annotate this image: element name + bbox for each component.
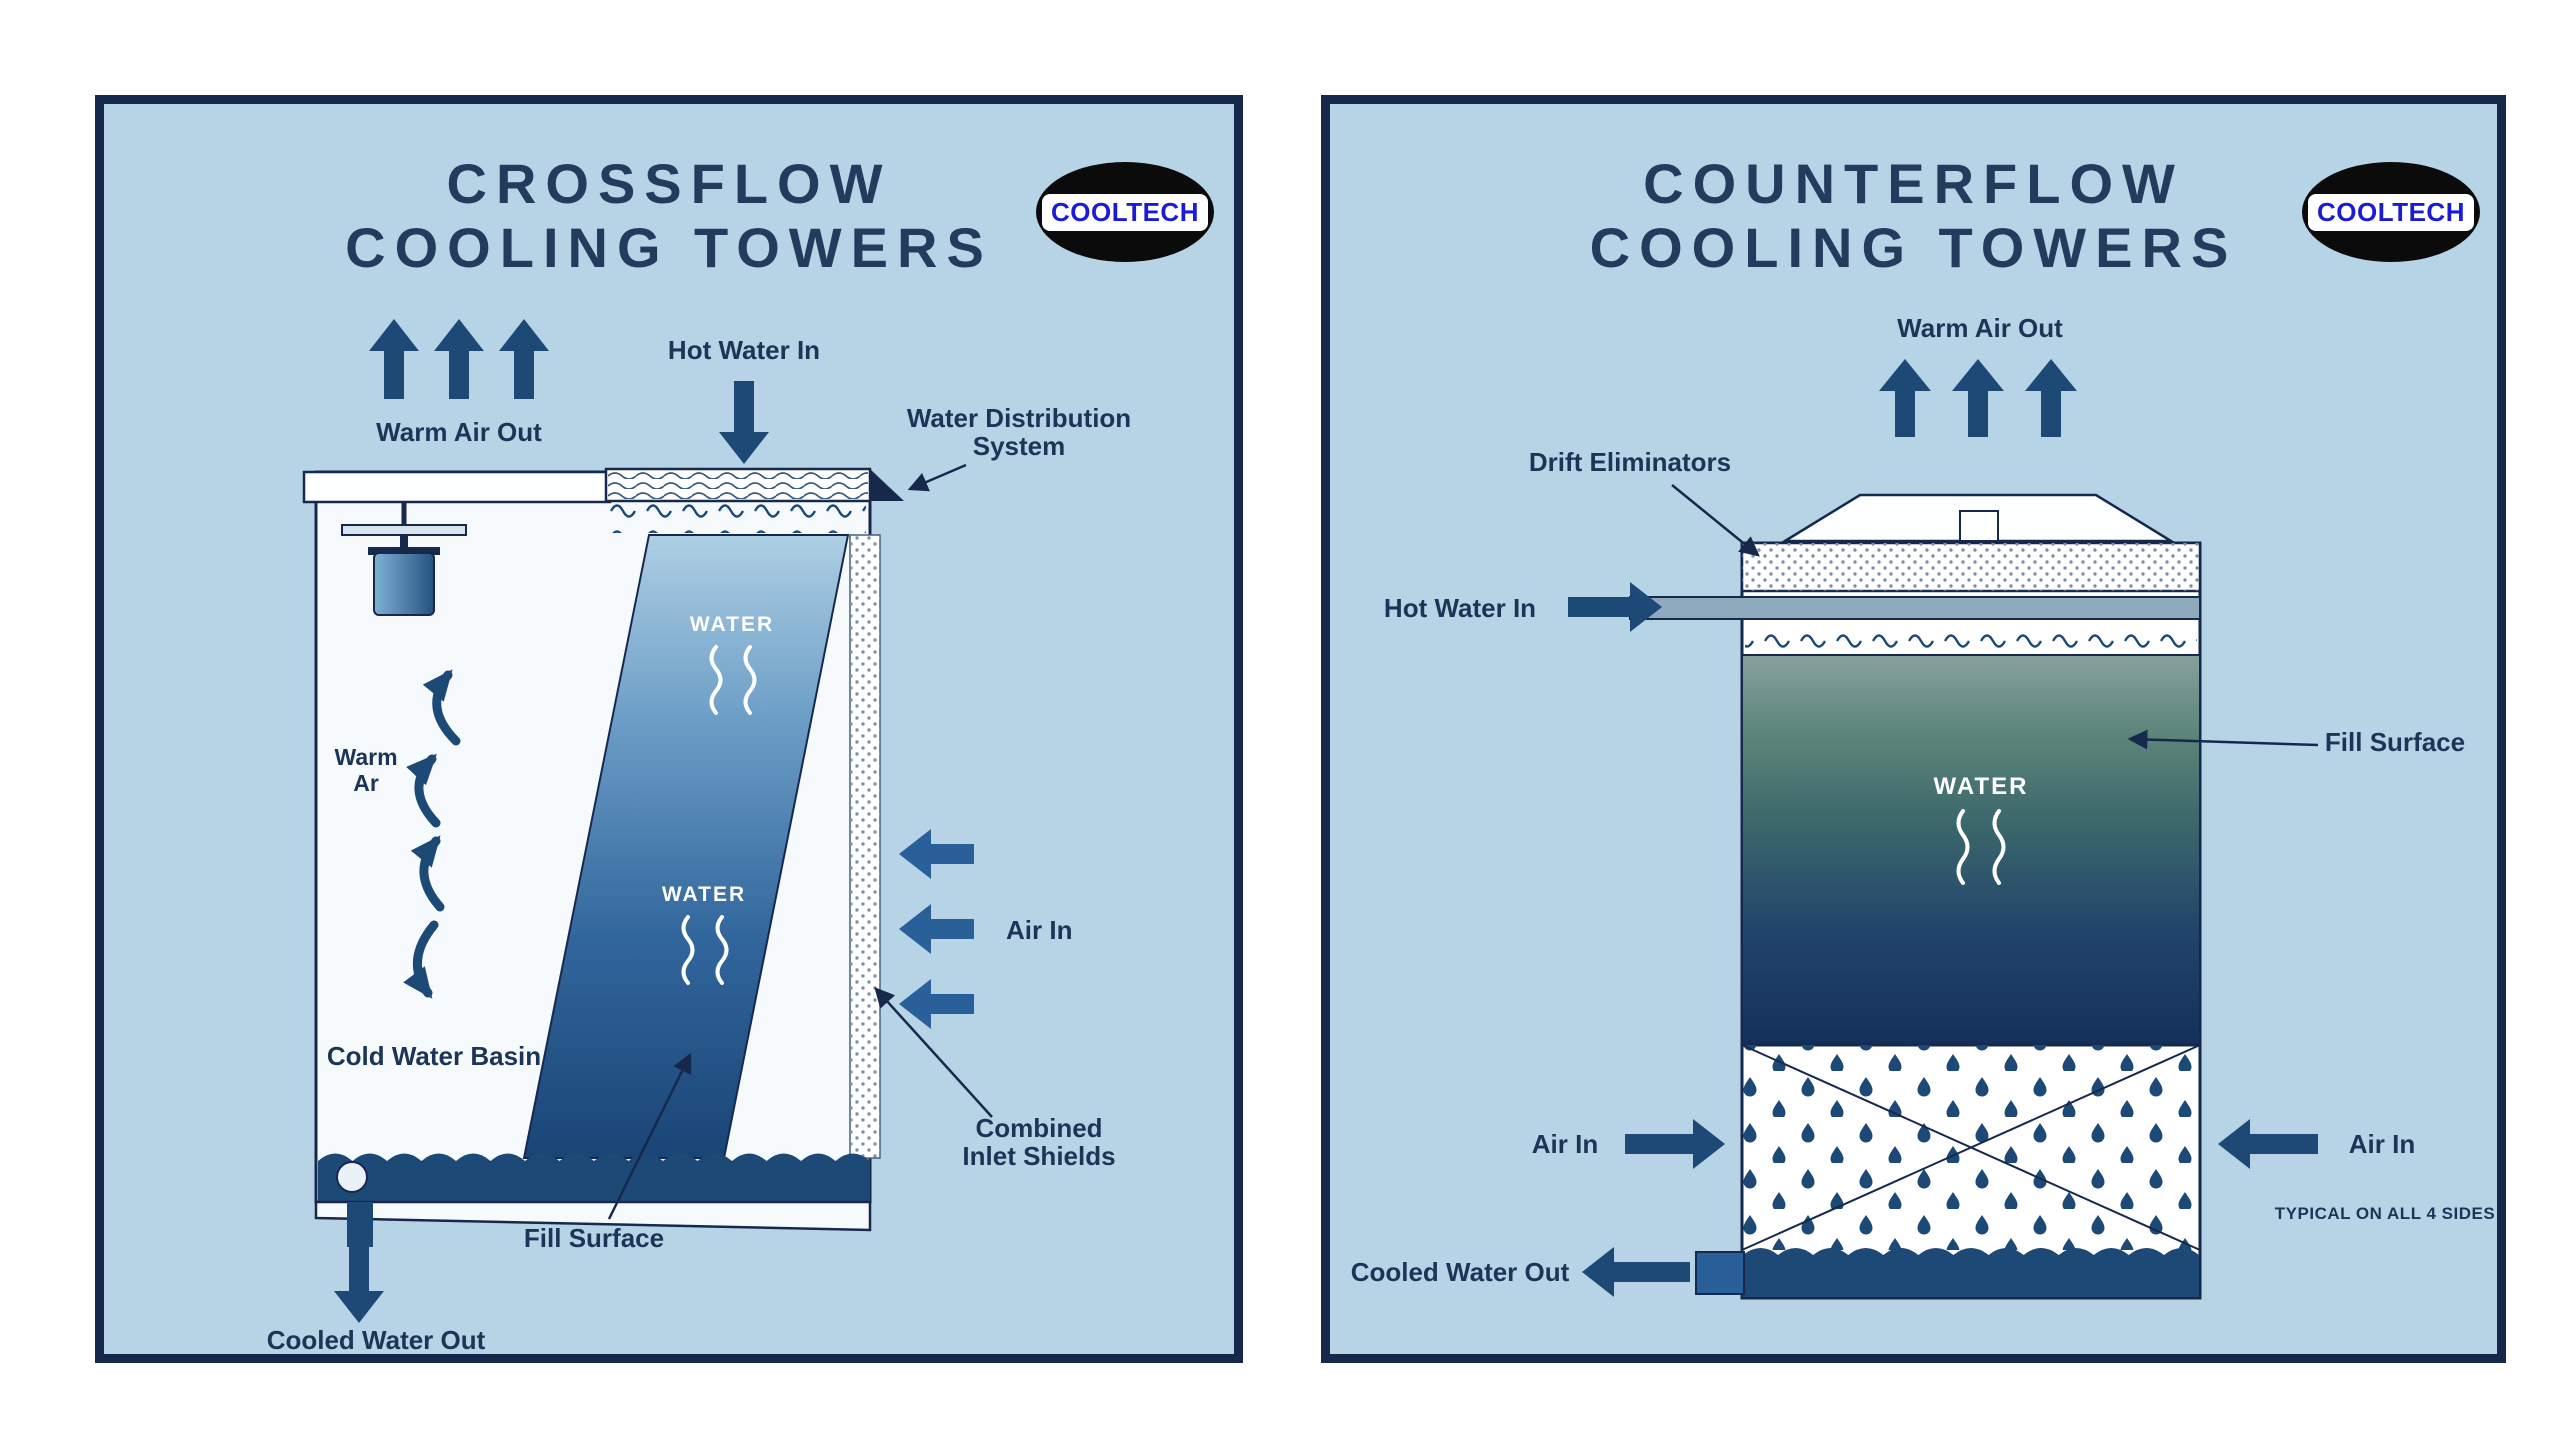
cold-water-basin-water <box>318 1153 870 1201</box>
air-in-left-label: Air In <box>1532 1129 1598 1159</box>
outlet-pipe <box>347 1202 373 1247</box>
right-arrow-icon <box>1625 1119 1725 1169</box>
up-arrow-icon <box>2025 359 2077 437</box>
spray-nozzles <box>1745 623 2197 651</box>
drift-eliminators-pointer <box>1671 484 1760 557</box>
drift-eliminators-label: Drift Eliminators <box>1529 447 1731 477</box>
combined-inlet-label-line1: Combined <box>975 1113 1102 1143</box>
hot-water-pipe <box>1629 596 2201 620</box>
combined-inlet-pointer <box>874 987 993 1118</box>
water-squiggle-icon <box>1956 809 1970 885</box>
fill-surface-label: Fill Surface <box>2325 727 2465 757</box>
fill-surface-pointer <box>2127 729 2319 750</box>
cooled-water-out-label: Cooled Water Out <box>267 1325 486 1354</box>
basin-floor <box>314 1200 872 1232</box>
warm-air-label-line2: Ar <box>353 770 379 796</box>
distribution-spout <box>870 469 904 501</box>
crossflow-title: CROSSFLOW COOLING TOWERS <box>104 152 1234 280</box>
typical-note-label: TYPICAL ON ALL 4 SIDES <box>2275 1204 2495 1223</box>
down-arrow-icon <box>334 1247 384 1323</box>
water-distribution-label-line2: System <box>973 431 1066 461</box>
up-arrow-icon <box>1952 359 2004 437</box>
crossflow-panel: CROSSFLOW COOLING TOWERS COOLTECH Warm A… <box>95 95 1243 1363</box>
left-arrow-icon <box>899 829 974 879</box>
curved-arrow-icon <box>410 835 445 912</box>
crossflow-title-line2: COOLING TOWERS <box>345 215 993 279</box>
fill-surface-block <box>1741 654 2201 1046</box>
warm-air-out-arrows-icon <box>1879 359 2077 437</box>
water-squiggle-icon <box>709 645 723 715</box>
cooltech-logo-band-right: COOLTECH <box>2308 193 2474 231</box>
water-distribution-pointer <box>907 463 967 492</box>
up-arrow-icon <box>369 319 419 399</box>
cooltech-logo-right: COOLTECH <box>2302 162 2480 262</box>
water-label-upper: WATER <box>690 613 774 636</box>
water-distribution-label-line1: Water Distribution <box>907 403 1131 433</box>
up-arrow-icon <box>499 319 549 399</box>
cooltech-logo-text-left: COOLTECH <box>1051 196 1199 227</box>
warm-air-flow-arrows-icon <box>403 669 461 999</box>
fan-deck <box>302 470 612 504</box>
left-arrow-icon <box>1582 1247 1690 1297</box>
cooltech-logo-left: COOLTECH <box>1036 162 1214 262</box>
left-arrow-icon <box>899 979 974 1029</box>
warm-air-out-label: Warm Air Out <box>376 417 542 447</box>
curved-arrow-icon <box>422 669 461 746</box>
crossflow-title-line1: CROSSFLOW <box>446 152 892 215</box>
rain-zone-brace <box>1741 1044 2201 1251</box>
air-in-right-label: Air In <box>2349 1129 2415 1159</box>
motor-stem <box>400 535 408 551</box>
distribution-basin-water <box>608 471 868 499</box>
drift-eliminators-dots <box>1742 543 2200 591</box>
up-arrow-icon <box>434 319 484 399</box>
cold-water-basin-label: Cold Water Basin <box>327 1041 541 1071</box>
water-distribution-basin <box>604 467 904 503</box>
fill-surface-pointer <box>607 1052 692 1220</box>
counterflow-title: COUNTERFLOW COOLING TOWERS <box>1330 152 2497 280</box>
motor-cap <box>368 547 440 555</box>
warm-air-out-arrows-icon <box>369 319 549 399</box>
fan-motor <box>373 552 435 616</box>
fan-hub <box>1959 510 1999 542</box>
down-arrow-icon <box>719 381 769 464</box>
water-label: WATER <box>1934 773 2029 800</box>
water-label-lower: WATER <box>662 883 746 906</box>
combined-inlet-label-line2: Inlet Shields <box>962 1141 1115 1171</box>
air-in-arrows-icon <box>899 829 974 1029</box>
fan-crossbar <box>341 524 467 536</box>
basin-water <box>1743 1248 2199 1297</box>
outlet-pipe <box>1695 1251 1745 1295</box>
water-squiggle-icon <box>715 915 729 985</box>
water-squiggle-icon <box>1992 809 2006 885</box>
water-squiggle-icon <box>681 915 695 985</box>
counterflow-title-line2: COOLING TOWERS <box>1589 215 2238 279</box>
air-in-label: Air In <box>1006 915 1072 945</box>
curved-arrow-icon <box>403 920 439 999</box>
water-squiggle-icon <box>743 645 757 715</box>
inlet-shields-dots <box>850 535 880 1158</box>
warm-air-out-label: Warm Air Out <box>1897 313 2063 343</box>
curved-arrow-icon <box>406 753 441 828</box>
cooltech-logo-text-right: COOLTECH <box>2317 196 2465 227</box>
hot-water-in-label: Hot Water In <box>668 335 820 365</box>
hot-water-in-label: Hot Water In <box>1384 593 1536 623</box>
spray-nozzles <box>610 503 866 533</box>
counterflow-panel: COUNTERFLOW COOLING TOWERS COOLTECH Warm… <box>1321 95 2506 1363</box>
up-arrow-icon <box>1879 359 1931 437</box>
cooled-water-out-label: Cooled Water Out <box>1351 1257 1570 1287</box>
basin-drain-icon <box>336 1161 368 1193</box>
fill-surface-label: Fill Surface <box>524 1223 664 1253</box>
left-arrow-icon <box>2218 1119 2318 1169</box>
counterflow-title-line1: COUNTERFLOW <box>1643 152 2184 215</box>
crossflow-diagram: Warm Air Out Hot Water In WATER <box>267 319 1131 1354</box>
left-arrow-icon <box>899 904 974 954</box>
cooltech-logo-band-left: COOLTECH <box>1042 193 1208 231</box>
right-arrow-icon <box>1568 582 1662 632</box>
counterflow-diagram: Warm Air Out WATER <box>1351 313 2495 1300</box>
warm-air-label-line1: Warm <box>334 744 397 770</box>
